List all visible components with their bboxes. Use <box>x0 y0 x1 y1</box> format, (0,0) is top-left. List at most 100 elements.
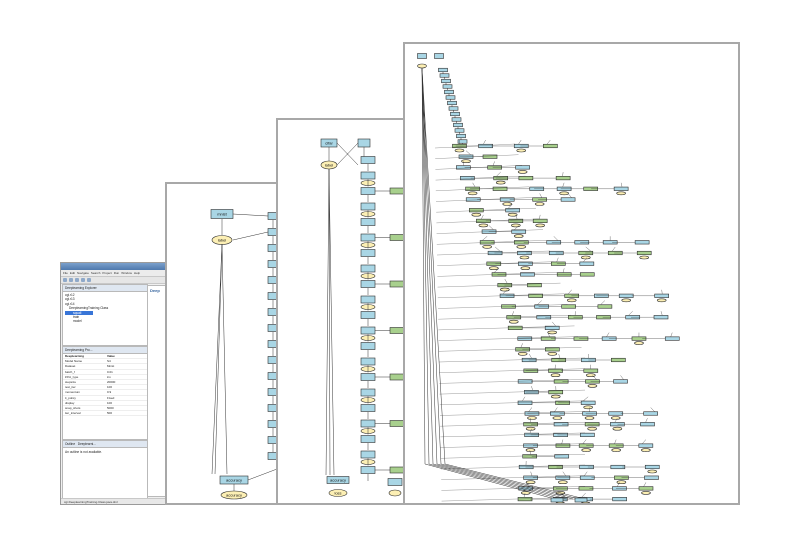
menu-navigate[interactable]: Navigate <box>77 271 89 275</box>
menu-window[interactable]: Window <box>121 271 132 275</box>
tree-item[interactable]: cgi.r13 <box>65 297 75 302</box>
edge <box>492 161 495 166</box>
tree-item[interactable]: train <box>73 315 80 320</box>
layer-node <box>579 272 595 277</box>
layer-node <box>456 133 466 139</box>
outline-tab[interactable]: Outline Deeplearni... <box>63 441 147 448</box>
blob-node <box>550 394 561 399</box>
layer-node <box>360 450 376 459</box>
blob-node <box>328 489 348 497</box>
menu-edit[interactable]: Edit <box>69 271 76 275</box>
edge <box>522 396 526 401</box>
layer-node <box>360 419 376 428</box>
edge <box>482 236 488 241</box>
edge <box>437 304 568 309</box>
menu-help[interactable]: Help <box>133 271 141 275</box>
edge <box>438 315 572 320</box>
edge <box>440 432 586 438</box>
edge <box>488 225 494 230</box>
edge <box>438 325 575 331</box>
debug-icon[interactable] <box>87 278 91 282</box>
layer-node <box>442 84 453 89</box>
blob-node <box>616 191 626 196</box>
run-icon[interactable] <box>81 278 85 282</box>
blob-node <box>647 469 658 474</box>
diagram-editor[interactable]: Deep <box>147 285 169 497</box>
blob-node <box>552 416 563 420</box>
properties-tab[interactable]: Deeplearning Pro... <box>63 347 147 354</box>
layer-node <box>267 276 278 284</box>
edge <box>438 336 579 341</box>
new-icon[interactable] <box>63 278 67 282</box>
menu-run[interactable]: Run <box>113 271 120 275</box>
layer-node <box>360 218 376 226</box>
layer-node <box>360 326 376 335</box>
tree-item[interactable]: cgi.r14 <box>65 301 75 306</box>
edge <box>441 475 586 480</box>
layer-node <box>267 324 278 332</box>
edge <box>440 454 586 459</box>
blob-node <box>471 212 482 217</box>
explorer-tab[interactable]: Deeplearning Explorer <box>63 285 147 292</box>
layer-node <box>611 357 626 363</box>
status-bar: cgi.DeeplearningTraining.Class.java.dml <box>61 498 169 504</box>
edge <box>528 353 532 359</box>
edge <box>437 272 558 277</box>
edge <box>435 165 523 170</box>
save-icon[interactable] <box>69 278 73 282</box>
blob-node <box>517 170 528 174</box>
edge <box>606 332 610 337</box>
tree-item[interactable]: cgi.r12 <box>65 293 75 297</box>
blob-node <box>581 448 591 452</box>
tree-item[interactable]: DeeplearningTraining Class <box>69 306 109 311</box>
menu-file[interactable]: File <box>63 271 68 275</box>
edge <box>436 208 537 213</box>
edge <box>556 257 559 262</box>
blob-node <box>513 234 524 238</box>
edge <box>328 168 331 476</box>
menu-search[interactable]: Search <box>90 271 101 275</box>
print-icon[interactable] <box>75 278 79 282</box>
layer-node <box>640 422 655 427</box>
node-label: accuracy <box>226 478 242 483</box>
layer-node <box>544 325 560 330</box>
layer-node <box>543 143 558 149</box>
edge <box>660 311 663 316</box>
blob-node <box>454 148 465 153</box>
blob-node <box>558 480 568 485</box>
layer-node <box>453 122 463 128</box>
layer-node <box>267 452 278 460</box>
layer-node <box>664 336 680 341</box>
layer-node <box>478 143 493 149</box>
edge <box>585 246 591 252</box>
layer-node <box>360 187 376 195</box>
layer-node <box>360 233 376 242</box>
node-label: label <box>218 238 227 243</box>
layer-node <box>634 240 650 245</box>
menu-project[interactable]: Project <box>102 271 112 275</box>
edge <box>439 368 586 373</box>
edge <box>472 182 476 187</box>
tree-item[interactable]: model <box>73 319 82 324</box>
blob-node <box>516 148 527 153</box>
tree-item-selected[interactable]: squall <box>65 310 93 316</box>
edge <box>552 321 556 327</box>
edge <box>508 204 513 209</box>
blob-node <box>499 287 510 292</box>
edge <box>437 293 565 298</box>
edge <box>523 493 526 498</box>
edge <box>620 182 623 187</box>
blob-node <box>525 448 536 452</box>
